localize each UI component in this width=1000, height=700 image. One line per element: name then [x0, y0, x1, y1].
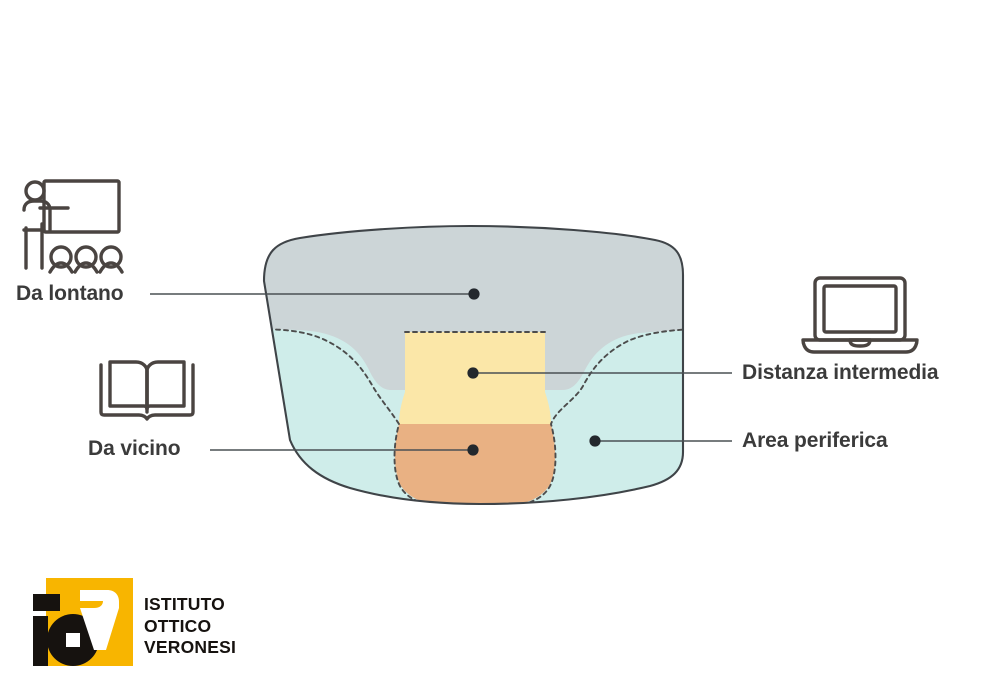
logo-line-2: OTTICO — [144, 615, 212, 636]
iov-monogram-icon — [33, 578, 133, 666]
teacher-classroom-icon — [22, 179, 124, 274]
zone-near — [394, 424, 556, 504]
logo-wordmark: ISTITUTO OTTICO VERONESI — [144, 594, 236, 659]
boundary-left — [264, 328, 453, 504]
leader-dot-intermediate — [467, 367, 479, 379]
label-far: Da lontano — [16, 282, 124, 305]
leader-dots — [467, 288, 601, 456]
zone-boundaries — [264, 328, 683, 504]
leader-dot-peripheral — [589, 435, 601, 447]
label-intermediate: Distanza intermedia — [742, 361, 939, 384]
leader-dot-near — [467, 444, 479, 456]
lens-outline — [262, 224, 685, 506]
lens-zone-fills — [264, 226, 683, 504]
leader-dot-far — [468, 288, 480, 300]
brand-logo: ISTITUTO OTTICO VERONESI — [33, 578, 259, 666]
label-near: Da vicino — [88, 437, 181, 460]
zone-far — [264, 226, 683, 390]
open-book-icon — [99, 360, 195, 421]
logo-line-1: ISTITUTO — [144, 594, 225, 614]
leader-lines — [150, 293, 732, 451]
label-peripheral: Area periferica — [742, 429, 888, 452]
logo-line-3: VERONESI — [144, 637, 237, 658]
laptop-icon — [801, 276, 919, 354]
